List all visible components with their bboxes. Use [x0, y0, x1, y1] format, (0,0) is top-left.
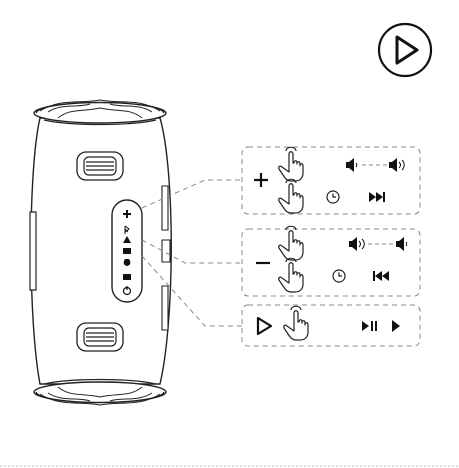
tap-icon — [279, 226, 303, 260]
light-mode-icon[interactable] — [123, 274, 131, 280]
tap-icon — [279, 147, 303, 181]
speaker-body — [30, 100, 171, 405]
hold-clock-icon — [333, 270, 345, 282]
tap-icon — [284, 306, 308, 340]
top-radiator — [34, 100, 166, 125]
volume-high-icon — [389, 158, 404, 172]
tap-icon — [279, 258, 303, 292]
next-track-icon — [369, 192, 385, 202]
panel-volume-up — [242, 147, 420, 214]
volume-high-icon — [349, 237, 364, 251]
top-handle — [77, 152, 123, 180]
volume-low-icon — [346, 158, 357, 172]
tap-icon — [279, 179, 303, 213]
hold-clock-icon — [327, 191, 339, 203]
play-pause-icon — [362, 321, 377, 331]
chain-link-icon[interactable] — [123, 248, 131, 254]
play-icon — [392, 320, 400, 332]
side-strap — [30, 212, 36, 290]
panel-play-pause — [242, 305, 420, 346]
previous-track-icon — [373, 271, 389, 281]
play-button-symbol — [258, 318, 271, 334]
bottom-handle — [77, 323, 123, 351]
play-circle-icon — [379, 24, 431, 76]
volume-low-icon — [396, 237, 407, 251]
speaker-control-panel — [112, 200, 142, 302]
panel-volume-down — [242, 226, 420, 296]
volume-up-button-symbol — [254, 173, 268, 187]
